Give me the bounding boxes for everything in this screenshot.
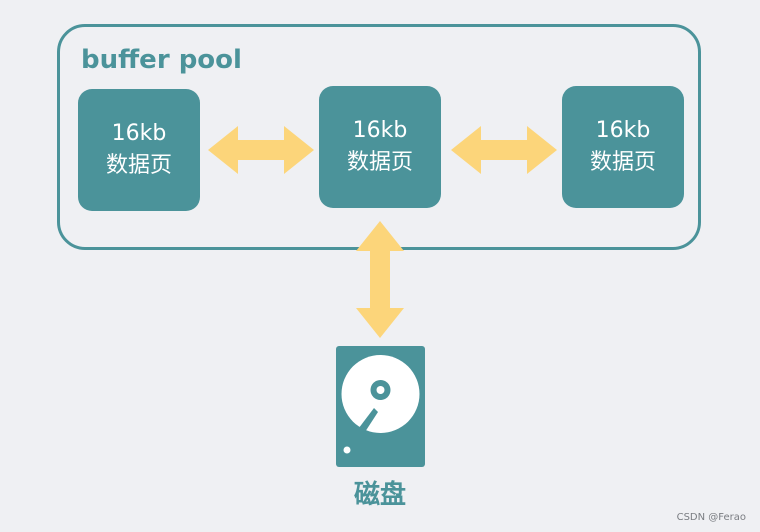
watermark: CSDN @Ferao [676,512,746,523]
page-name-label: 数据页 [589,150,656,175]
double-arrow-center-disk [356,221,404,338]
page-size-label: 16kb [352,118,408,143]
hard-disk-icon [336,346,425,467]
page-name-label: 数据页 [346,150,413,175]
data-page-center: 16kb 数据页 [319,86,441,208]
page-name-label: 数据页 [105,153,172,178]
double-arrow-left-center [208,126,314,174]
page-size-label: 16kb [111,121,167,146]
double-arrow-center-right [451,126,557,174]
disk-label: 磁盘 [353,480,406,510]
data-page-left: 16kb 数据页 [78,89,200,211]
page-size-label: 16kb [595,118,651,143]
buffer-pool-title: buffer pool [81,45,242,75]
data-page-right: 16kb 数据页 [562,86,684,208]
